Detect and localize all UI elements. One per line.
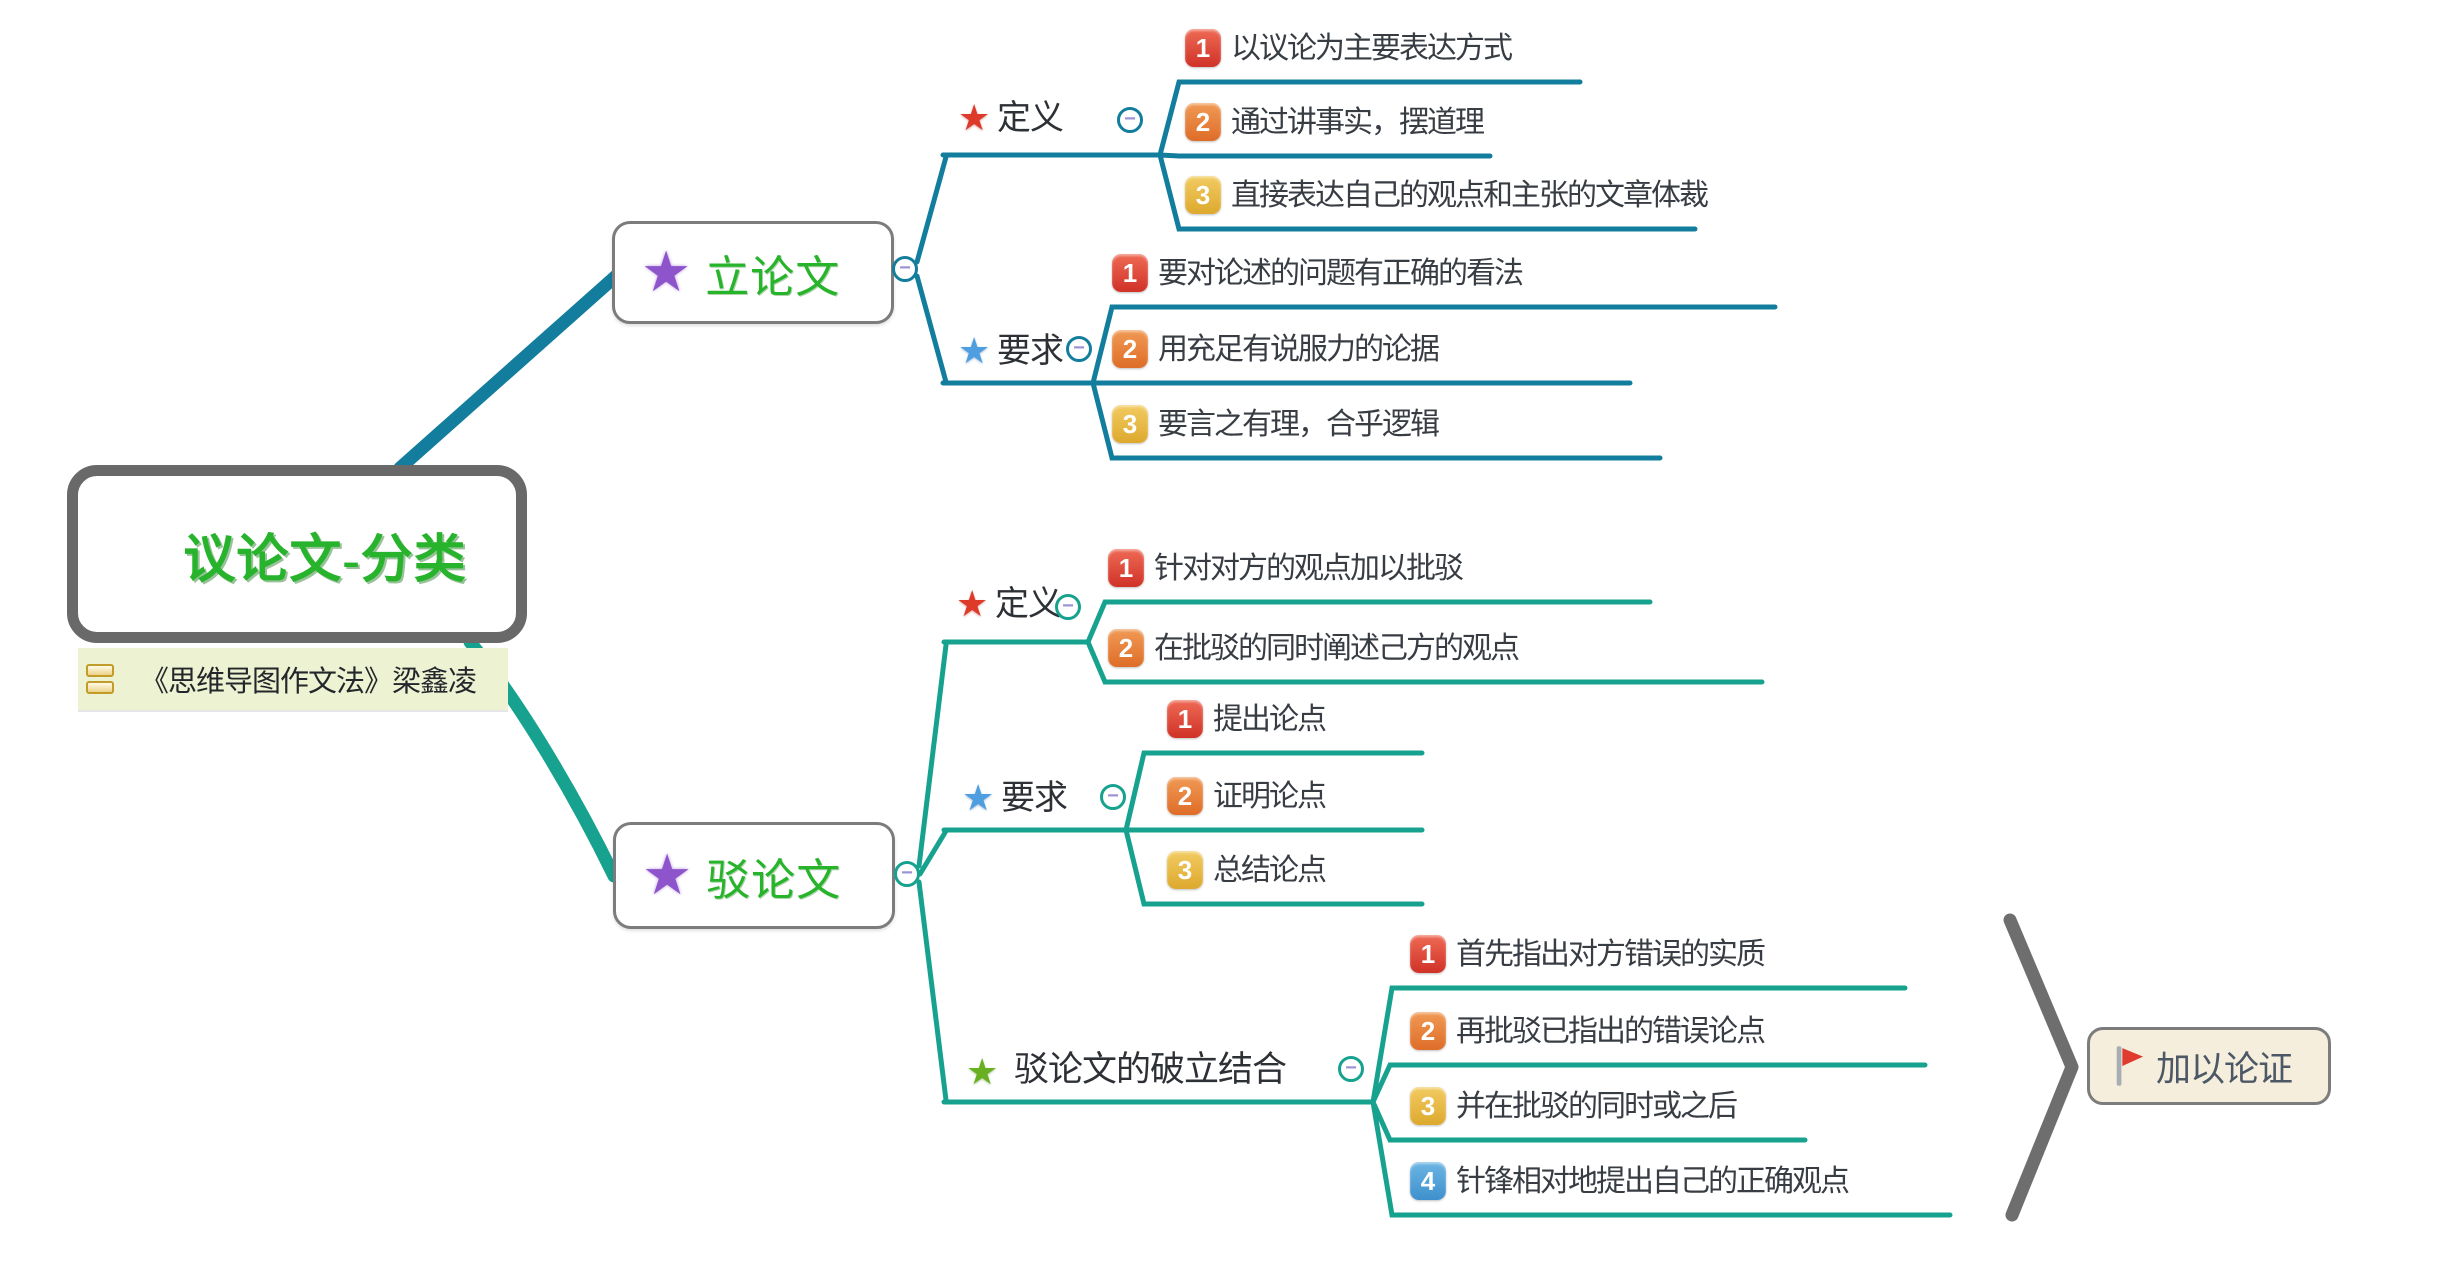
leaf-topic[interactable]: 总结论点 [1213,854,1327,887]
collapse-button-bolunwen-dingyi[interactable]: − [1055,594,1081,620]
root-to-branch1-line [393,269,623,475]
source-note-text: 《思维导图作文法》梁鑫凌 [140,666,477,698]
root-topic[interactable]: 议论文-分类 [67,465,527,643]
minus-icon: − [899,257,911,279]
number-badge-2: 2 [1185,103,1221,141]
number-badge-2: 2 [1410,1012,1446,1050]
leaf-topic[interactable]: 证明论点 [1213,780,1327,813]
source-note[interactable]: 《思维导图作文法》梁鑫凌 [78,648,508,710]
root-topic-title: 议论文-分类 [183,531,467,589]
branch2-requirement-lines [941,750,1425,907]
branch2-combination-lines [941,985,1953,1218]
number-badge-1: 1 [1112,254,1148,292]
number-badge-1: 1 [1108,549,1144,587]
summary-topic[interactable]: 加以论证 [2087,1027,2331,1105]
number-badge-2: 2 [1167,777,1203,815]
branch1-definition-lines [940,79,1698,232]
purple-star-icon: ★ [642,844,693,907]
branch1-fan-lines [914,154,949,385]
flag-icon [2116,1046,2144,1086]
subtopic-bolunwen-yaoqiu[interactable]: 要求 [1001,780,1068,817]
notes-icon [86,664,114,694]
minus-icon: − [901,862,913,884]
leaf-topic[interactable]: 并在批驳的同时或之后 [1456,1090,1738,1123]
minus-icon: − [1073,337,1085,359]
red-star-icon: ★ [958,98,991,138]
summary-bracket [2003,913,2079,1222]
branch2-definition-lines [941,599,1765,685]
leaf-topic[interactable]: 在批驳的同时阐述己方的观点 [1154,632,1520,665]
minus-icon: − [1345,1057,1357,1079]
collapse-button-bolunwen-polijiehe[interactable]: − [1338,1056,1364,1082]
collapse-button-lilunwen-yaoqiu[interactable]: − [1066,336,1092,362]
leaf-topic[interactable]: 针对对方的观点加以批驳 [1154,552,1464,585]
number-badge-1: 1 [1167,700,1203,738]
main-topic-lilunwen-label: 立论文 [705,252,841,302]
number-badge-2: 2 [1108,629,1144,667]
minus-icon: − [1107,785,1119,807]
minus-icon: − [1062,595,1074,617]
leaf-topic[interactable]: 再批驳已指出的错误论点 [1456,1015,1766,1048]
number-badge-3: 3 [1410,1087,1446,1125]
red-star-icon: ★ [956,584,989,624]
leaf-topic[interactable]: 直接表达自己的观点和主张的文章体裁 [1231,179,1709,212]
blue-star-icon: ★ [962,778,995,818]
number-badge-4: 4 [1410,1162,1446,1200]
collapse-button-lilunwen-dingyi[interactable]: − [1117,107,1143,133]
number-badge-2: 2 [1112,330,1148,368]
leaf-topic[interactable]: 首先指出对方错误的实质 [1456,938,1766,971]
number-badge-1: 1 [1185,29,1221,67]
minus-icon: − [1124,108,1136,130]
leaf-topic[interactable]: 要言之有理，合乎逻辑 [1158,408,1440,441]
purple-star-icon: ★ [641,241,692,304]
leaf-topic[interactable]: 针锋相对地提出自己的正确观点 [1456,1165,1850,1198]
leaf-topic[interactable]: 提出论点 [1213,703,1327,736]
subtopic-bolunwen-dingyi[interactable]: 定义 [995,586,1062,623]
leaf-topic[interactable]: 用充足有说服力的论据 [1158,333,1440,366]
collapse-button-bolunwen-yaoqiu[interactable]: − [1100,784,1126,810]
blue-star-icon: ★ [958,331,991,371]
subtopic-lilunwen-yaoqiu[interactable]: 要求 [997,333,1064,370]
leaf-topic[interactable]: 要对论述的问题有正确的看法 [1158,257,1524,290]
green-star-icon: ★ [966,1052,999,1092]
number-badge-3: 3 [1185,176,1221,214]
collapse-button-bolunwen[interactable]: − [894,861,920,887]
branch2-fan-lines [916,642,949,1103]
main-topic-bolunwen[interactable]: ★ 驳论文 [613,822,895,929]
leaf-topic[interactable]: 通过讲事实，摆道理 [1231,106,1485,139]
subtopic-bolunwen-polijiehe[interactable]: 驳论文的破立结合 [1014,1050,1287,1089]
number-badge-1: 1 [1410,935,1446,973]
number-badge-3: 3 [1167,851,1203,889]
main-topic-bolunwen-label: 驳论文 [706,855,842,905]
subtopic-lilunwen-dingyi[interactable]: 定义 [997,100,1064,137]
leaf-topic[interactable]: 以议论为主要表达方式 [1231,32,1513,65]
branch1-requirement-lines [940,304,1778,461]
number-badge-3: 3 [1112,405,1148,443]
summary-topic-label: 加以论证 [2156,1049,2293,1089]
main-topic-lilunwen[interactable]: ★ 立论文 [612,221,894,324]
collapse-button-lilunwen[interactable]: − [892,256,918,282]
